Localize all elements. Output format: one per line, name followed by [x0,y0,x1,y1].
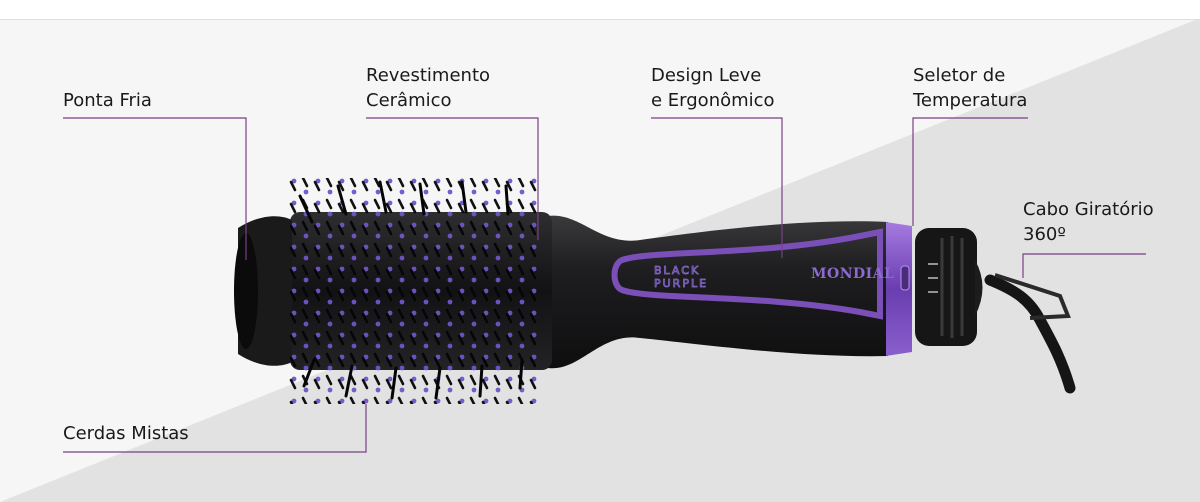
brand-logo: MONDIAL [811,266,894,282]
label-cerdas-mistas: Cerdas Mistas [63,423,189,444]
label-cabo-giratorio: Cabo Giratório 360º [1023,199,1154,245]
model-text-line2: PURPLE [654,277,708,290]
model-text-line1: BLACK [654,264,700,277]
label-seletor-temperatura: Seletor de Temperatura [913,65,1028,111]
label-revestimento-ceramico: Revestimento Cerâmico [366,65,491,111]
label-design-ergonomico: Design Leve e Ergonômico [651,65,775,111]
label-ponta-fria: Ponta Fria [63,90,152,111]
